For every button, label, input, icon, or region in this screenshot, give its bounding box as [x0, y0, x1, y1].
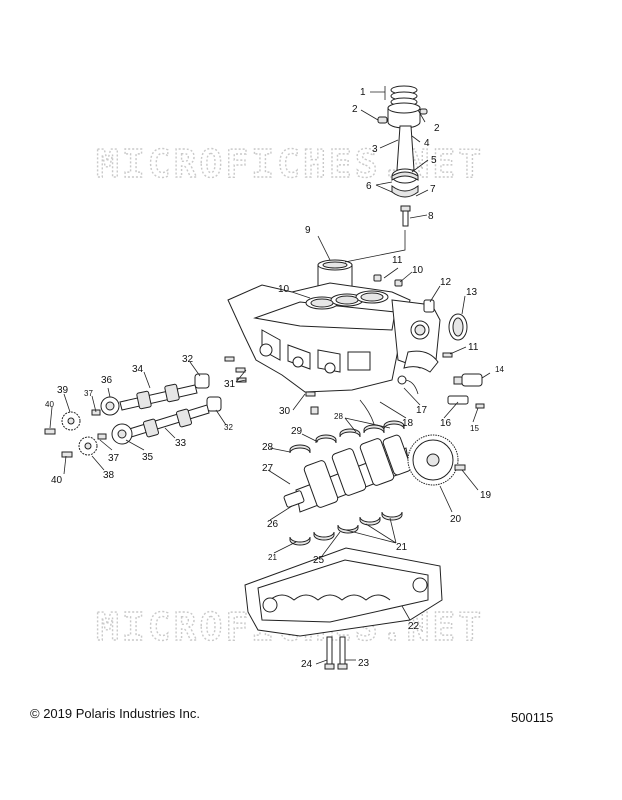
callout-32: 32 — [182, 354, 194, 365]
bolt — [305, 391, 316, 397]
callout-3: 3 — [372, 144, 378, 155]
balance-shaft-lower — [111, 396, 222, 445]
crankcase-bolts — [324, 636, 348, 670]
bolt — [475, 403, 485, 409]
callout-40b: 40 — [51, 475, 63, 486]
oil-seal — [448, 313, 468, 341]
main-bearings-lower — [289, 511, 403, 546]
dowel — [373, 274, 382, 282]
wiring-sensors — [359, 375, 419, 425]
callout-23: 23 — [358, 658, 370, 669]
callout-11b: 11 — [468, 342, 479, 353]
callout-36: 36 — [101, 375, 113, 386]
callout-2b: 2 — [434, 123, 440, 134]
crankshaft — [283, 434, 412, 513]
callout-38: 38 — [103, 470, 115, 481]
callout-29: 29 — [291, 426, 303, 437]
callout-30: 30 — [279, 406, 291, 417]
callout-4: 4 — [424, 138, 430, 149]
callout-31: 31 — [224, 379, 236, 390]
bolt — [235, 367, 246, 373]
callout-10b: 10 — [412, 265, 424, 276]
callout-25: 25 — [313, 555, 325, 566]
callout-33: 33 — [175, 438, 187, 449]
callout-24: 24 — [301, 659, 313, 670]
callout-21b: 21 — [396, 542, 408, 553]
callout-7: 7 — [430, 184, 436, 195]
callout-27: 27 — [262, 463, 274, 474]
callout-34: 34 — [132, 364, 144, 375]
engine-block — [227, 282, 441, 393]
callout-28b: 28 — [262, 442, 274, 453]
callout-15: 15 — [470, 424, 479, 433]
callout-18: 18 — [402, 418, 414, 429]
callout-22: 22 — [408, 621, 420, 632]
leader-lines — [49, 86, 491, 665]
lower-crankcase — [244, 547, 443, 637]
callout-35: 35 — [142, 452, 154, 463]
callout-17: 17 — [416, 405, 428, 416]
callout-5: 5 — [431, 155, 437, 166]
callout-labels: 1 2 2 3 4 5 6 7 8 9 10 11 10 12 13 11 14… — [45, 87, 504, 670]
callout-40: 40 — [45, 400, 54, 409]
callout-20: 20 — [450, 514, 462, 525]
bolt — [442, 352, 453, 358]
callout-2: 2 — [352, 104, 358, 115]
callout-10: 10 — [278, 284, 290, 295]
callout-11: 11 — [392, 255, 403, 266]
callout-26: 26 — [267, 519, 279, 530]
callout-9: 9 — [305, 225, 311, 236]
callout-19: 19 — [480, 490, 492, 501]
callout-21: 21 — [268, 553, 277, 562]
callout-12: 12 — [440, 277, 452, 288]
balance-shaft-upper — [100, 373, 210, 416]
callout-28: 28 — [334, 412, 343, 421]
callout-6: 6 — [366, 181, 372, 192]
dowel — [310, 406, 319, 415]
bolt — [224, 356, 235, 362]
callout-37: 37 — [84, 389, 93, 398]
flywheel-ring — [407, 434, 466, 486]
breather-cap — [423, 299, 435, 313]
callout-32b: 32 — [224, 423, 233, 432]
callout-14: 14 — [495, 365, 504, 374]
callout-16: 16 — [440, 418, 452, 429]
copyright-text: © 2019 Polaris Industries Inc. — [30, 706, 200, 721]
callout-37b: 37 — [108, 453, 120, 464]
gears-left — [44, 409, 107, 458]
diagram-number: 500115 — [511, 710, 554, 725]
callout-1: 1 — [360, 87, 366, 98]
callout-8: 8 — [428, 211, 434, 222]
callout-13: 13 — [466, 287, 478, 298]
sensor-fitting — [447, 373, 483, 405]
callout-39: 39 — [57, 385, 69, 396]
